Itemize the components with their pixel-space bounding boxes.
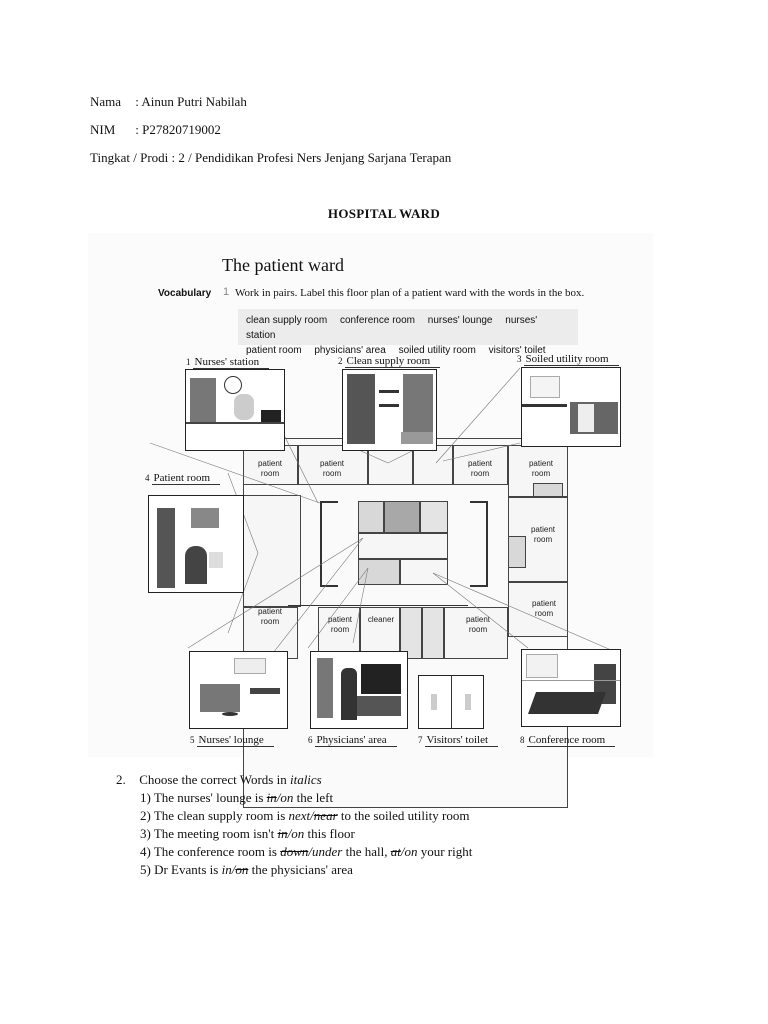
nurses-lounge-picture [189,651,288,729]
central-block [358,501,384,533]
nim-label: NIM [90,122,116,137]
nim-line: NIM : P27820719002 [90,122,221,138]
nim-value: : P27820719002 [135,122,221,137]
room-bottom-3 [444,607,508,659]
nama-label: Nama [90,94,122,109]
question-item-3: 3) The meeting room isn't in/on this flo… [140,826,355,841]
soiled-utility-room-picture [521,367,621,447]
bed-shape [533,483,563,497]
central-block [358,533,448,559]
prodi-line: Tingkat / Prodi : 2 / Pendidikan Profesi… [90,150,451,166]
bed-shape [508,536,526,568]
exercise-number: 1 [223,286,230,298]
room-top-2 [298,445,368,485]
physicians-area-picture [310,651,408,729]
word: physicians' area [314,345,386,356]
conference-room-picture [521,649,621,727]
prodi-label: Tingkat / Prodi [90,150,169,165]
question-2-heading: 2. Choose the correct Words in italics [116,772,322,787]
question-item-4: 4) The conference room is down/under the… [140,844,473,859]
word: conference room [339,315,415,326]
room-left-1 [243,495,301,607]
central-block [420,501,448,533]
word: soiled utility room [398,345,476,356]
bracket-left [320,585,338,587]
central-block [384,501,420,533]
word-box: clean supply room conference room nurses… [238,309,578,356]
word: nurses' station [246,315,538,341]
bracket-right [470,585,488,587]
toilet-stall [422,607,444,659]
document-title: HOSPITAL WARD [327,206,441,221]
nama-line: Nama : Ainun Putri Nabilah [90,94,247,110]
question-item-2: 2) The clean supply room is next/near to… [140,808,470,823]
question-2: 2. Choose the correct Words in italics 1… [116,771,472,879]
bracket-right [486,501,488,587]
vocabulary-label: Vocabulary [158,288,212,299]
toilet-stall [400,607,422,659]
nama-value: : Ainun Putri Nabilah [135,94,247,109]
worksheet-scan: The patient ward Vocabulary 1 Work in pa… [88,233,653,808]
word: visitors' toilet [488,345,546,356]
worksheet-title: The patient ward [222,255,344,275]
question-item-5: 5) Dr Evants is in/on the physicians' ar… [140,862,353,877]
room-top-5 [453,445,508,485]
exercise-instruction: Work in pairs. Label this floor plan of … [235,287,585,299]
word: nurses' lounge [427,315,493,326]
cleaner-label: cleaner [367,615,395,624]
cleaner-room [360,607,400,659]
clean-supply-room-picture [342,369,437,451]
word: patient room [246,345,302,356]
patient-room-picture [148,495,244,593]
question-item-1: 1) The nurses' lounge is in/on the left [140,790,334,805]
central-block [400,559,448,585]
prodi-value: : 2 / Pendidikan Profesi Ners Jenjang Sa… [171,150,452,165]
corridor-line [288,605,468,606]
bracket-right [470,501,488,503]
bracket-left [320,501,338,503]
word: clean supply room [246,315,328,326]
visitors-toilet-picture [418,675,484,729]
bracket-left [320,501,322,587]
nurses-station-picture [185,369,285,451]
